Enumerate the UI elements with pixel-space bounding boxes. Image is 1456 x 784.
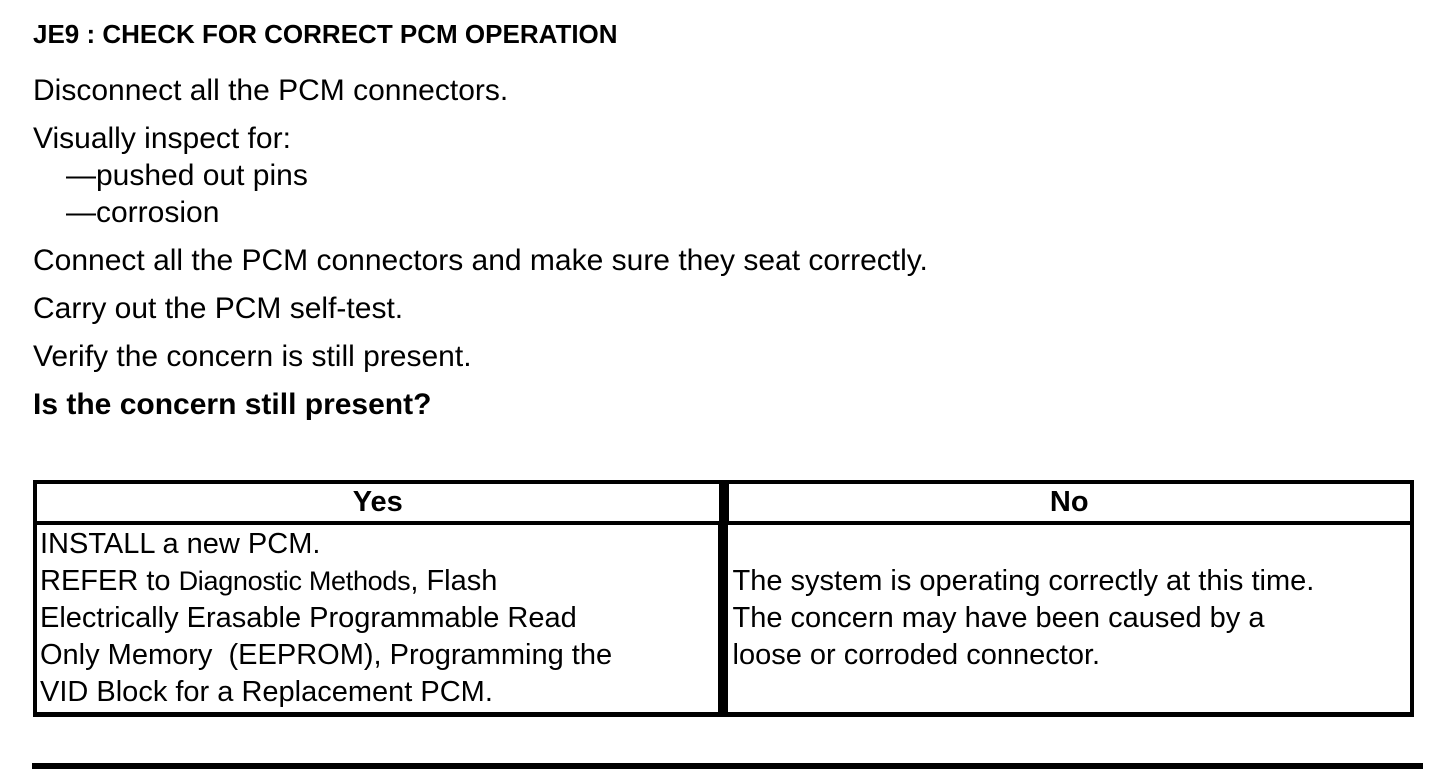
pinpoint-test-title: JE9 : CHECK FOR CORRECT PCM OPERATION (33, 19, 618, 49)
no-line-operating-correctly: The system is operating correctly at thi… (732, 565, 1315, 597)
no-line-loose-connector: loose or corroded connector. (732, 639, 1101, 671)
no-action-cell: The system is operating correctly at thi… (728, 525, 1411, 712)
no-line-concern-cause: The concern may have been caused by a (732, 602, 1265, 634)
step-connect-connectors: Connect all the PCM connectors and make … (33, 244, 928, 277)
inspect-lead-text: Visually inspect for: (33, 122, 291, 155)
yes-column-header: Yes (37, 484, 729, 521)
step-self-test: Carry out the PCM self-test. (33, 292, 404, 325)
section-divider-rule (32, 763, 1423, 769)
inspect-item-corrosion: —corrosion (66, 196, 220, 229)
refer-prefix-text: REFER to (40, 565, 179, 597)
yes-action-cell: INSTALL a new PCM. REFER to Diagnostic M… (37, 525, 728, 712)
visual-inspect-block: Visually inspect for: —pushed out pins —… (33, 120, 1456, 231)
yes-line-vid-block: VID Block for a Replacement PCM. (40, 676, 493, 708)
decision-question: Is the concern still present? (33, 388, 432, 421)
step-verify-concern: Verify the concern is still present. (33, 340, 472, 373)
yes-line-refer: REFER to Diagnostic Methods, Flash (40, 563, 718, 600)
step-disconnect-connectors: Disconnect all the PCM connectors. (33, 74, 509, 107)
diagnostic-methods-reference: Diagnostic Methods (178, 566, 411, 596)
yes-line-install: INSTALL a new PCM. (40, 528, 321, 560)
decision-table: Yes No INSTALL a new PCM. REFER to Diagn… (33, 480, 1414, 717)
decision-table-header-row: Yes No (37, 484, 1410, 525)
refer-suffix-text: , Flash (410, 565, 498, 597)
no-column-header: No (1049, 486, 1089, 518)
yes-line-eeprom-2: Only Memory (EEPROM), Programming the (40, 639, 613, 671)
inspect-item-pushed-pins: —pushed out pins (66, 159, 308, 192)
yes-line-eeprom-1: Electrically Erasable Programmable Read (40, 602, 577, 634)
decision-table-body-row: INSTALL a new PCM. REFER to Diagnostic M… (37, 525, 1410, 712)
